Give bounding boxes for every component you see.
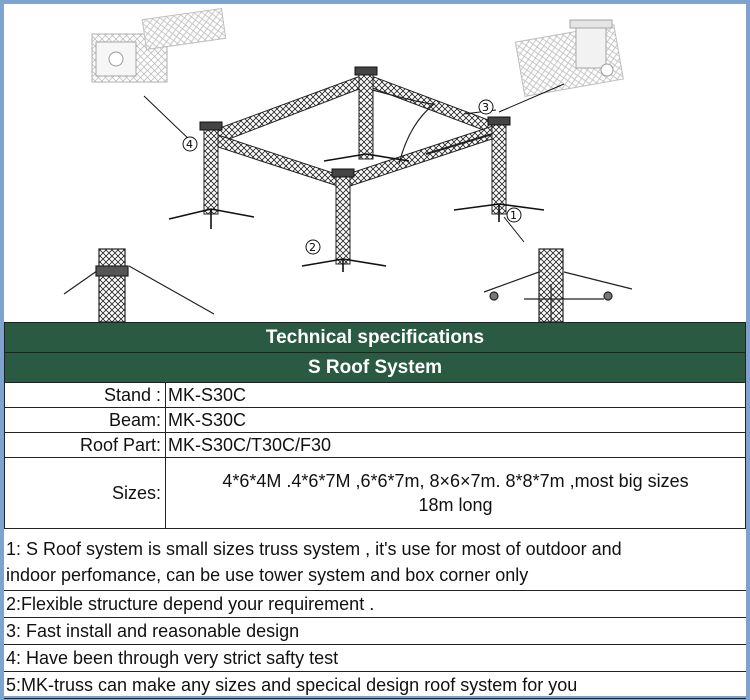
note-2: 2:Flexible structure depend your require… [4, 591, 746, 618]
row-value-beam: MK-S30C [165, 407, 746, 433]
detail-bottom-right [483, 248, 633, 322]
callout-4-label: 4 [186, 138, 193, 151]
note-3: 3: Fast install and reasonable design [4, 618, 746, 645]
table-title: Technical specifications [4, 322, 746, 353]
outriggers [168, 153, 545, 272]
row-value-stand: MK-S30C [165, 382, 746, 408]
row-value-sizes: 4*6*4M .4*6*7M ,6*6*7m, 8×6×7m. 8*8*7m ,… [165, 457, 746, 529]
spec-table: Technical specifications S Roof System S… [4, 322, 746, 529]
callout-markers [182, 99, 522, 255]
callout-2-label: 2 [309, 241, 316, 254]
row-value-roof-part: MK-S30C/T30C/F30 [165, 432, 746, 458]
table-row: Roof Part: MK-S30C/T30C/F30 [4, 432, 746, 458]
callout-1-label: 1 [510, 209, 517, 222]
callout-3-label: 3 [482, 101, 489, 114]
note-1-line-2: indoor perfomance, can be use tower syst… [6, 565, 529, 585]
truss-roof-illustration: 4 2 3 1 [4, 4, 746, 322]
sizes-line-2: 18m long [418, 495, 493, 515]
note-1: 1: S Roof system is small sizes truss sy… [4, 535, 746, 591]
table-row: Stand : MK-S30C [4, 382, 746, 408]
tower-caps [199, 66, 511, 178]
table-row: Beam: MK-S30C [4, 407, 746, 433]
row-label-roof-part: Roof Part: [4, 432, 166, 458]
row-label-sizes: Sizes: [4, 457, 166, 529]
row-label-stand: Stand : [4, 382, 166, 408]
note-5: 5:MK-truss can make any sizes and specic… [4, 672, 746, 699]
detail-bottom-left [63, 248, 215, 322]
towers [203, 73, 507, 265]
note-1-line-1: 1: S Roof system is small sizes truss sy… [6, 539, 622, 559]
notes-list: 1: S Roof system is small sizes truss sy… [4, 535, 746, 699]
detail-top-right [514, 19, 624, 97]
sizes-line-1: 4*6*4M .4*6*7M ,6*6*7m, 8×6×7m. 8*8*7m ,… [222, 471, 689, 491]
row-label-beam: Beam: [4, 407, 166, 433]
roof-frame [208, 73, 502, 189]
detail-top-left [91, 8, 227, 83]
truss-roof-drawing: 4 2 3 1 [63, 8, 633, 322]
note-4: 4: Have been through very strict safty t… [4, 645, 746, 672]
table-row: Sizes: 4*6*4M .4*6*7M ,6*6*7m, 8×6×7m. 8… [4, 457, 746, 529]
table-subtitle: S Roof System [4, 352, 746, 383]
